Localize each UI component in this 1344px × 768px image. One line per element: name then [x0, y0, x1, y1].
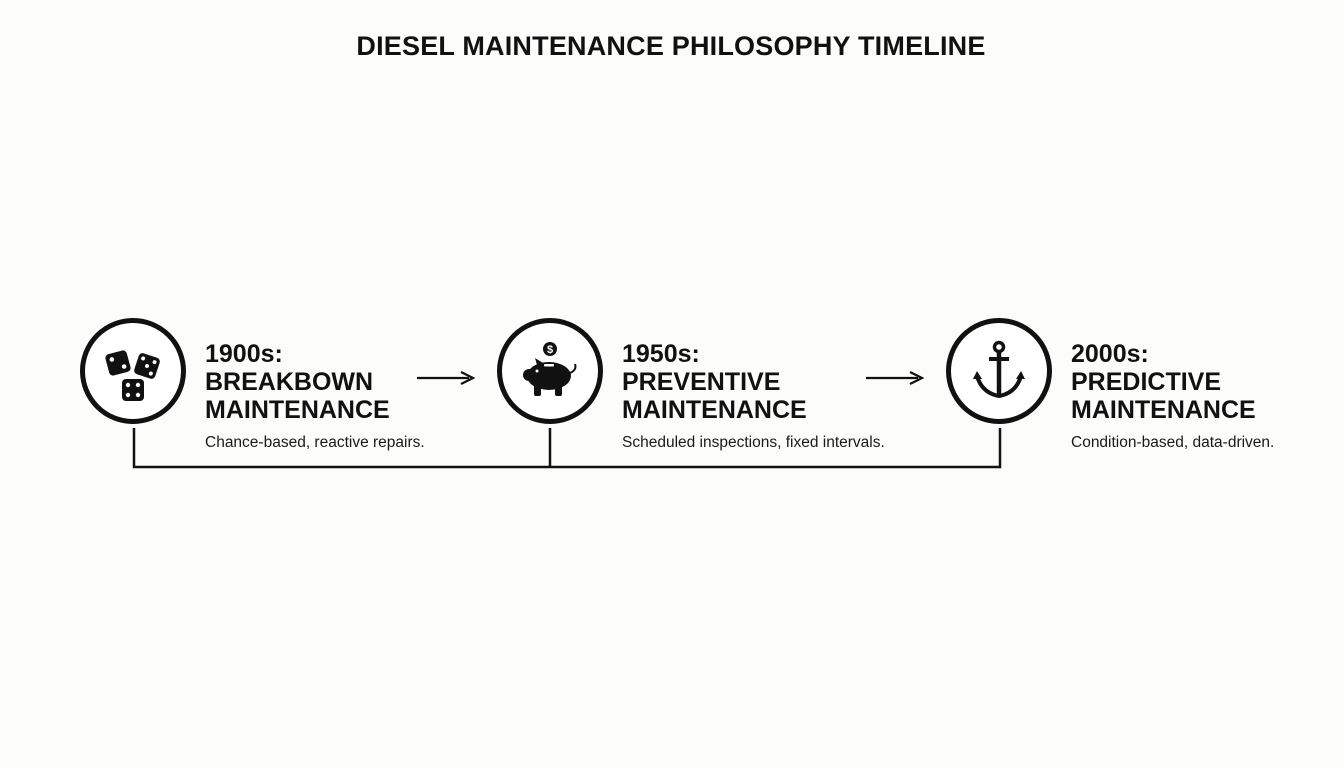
piggy-bank-icon: $ [523, 342, 577, 396]
stage-2-era: 1950s: [622, 340, 700, 368]
piggy-bank-coin-label: $ [547, 344, 553, 356]
stage-1-description: Chance-based, reactive repairs. [205, 434, 425, 451]
stage-1-icon-circle [80, 318, 186, 424]
stage-2-description: Scheduled inspections, fixed intervals. [622, 434, 885, 451]
stage-1-text: 1900s: BREAKBOWN MAINTENANCE Chance-base… [205, 340, 495, 453]
stage-3-text: 2000s: PREDICTIVE MAINTENANCE Condition-… [1071, 340, 1344, 453]
anchor-icon [973, 340, 1025, 399]
stage-3-name: PREDICTIVE MAINTENANCE [1071, 368, 1256, 424]
stage-1-name: BREAKBOWN MAINTENANCE [205, 368, 390, 424]
stage-1-era: 1900s: [205, 340, 283, 368]
stage-3-era: 2000s: [1071, 340, 1149, 368]
stage-2-icon-circle: $ [497, 318, 603, 424]
stage-2-text: 1950s: PREVENTIVE MAINTENANCE Scheduled … [622, 340, 912, 453]
arrow-right-icon [417, 371, 475, 385]
arrow-right-icon [866, 371, 924, 385]
diagram-title: DIESEL MAINTENANCE PHILOSOPHY TIMELINE [356, 31, 986, 61]
stage-2-name: PREVENTIVE MAINTENANCE [622, 368, 807, 424]
dice-icon [105, 350, 160, 401]
stage-3-icon-circle [946, 318, 1052, 424]
stage-3-description: Condition-based, data-driven. [1071, 434, 1275, 451]
